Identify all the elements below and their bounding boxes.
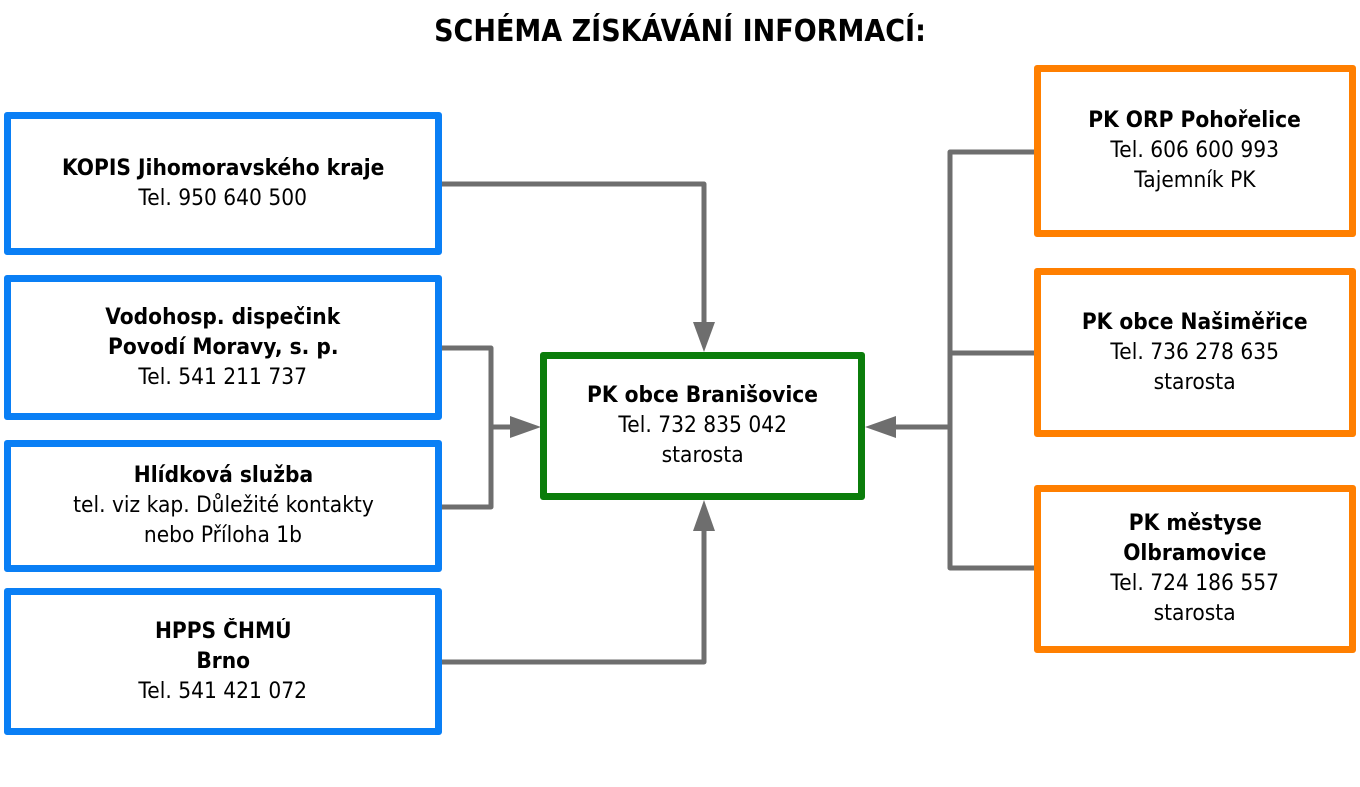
center-name: PK obce Branišovice (587, 383, 818, 408)
source-box-hlidkova: Hlídková služba tel. viz kap. Důležité k… (4, 440, 442, 572)
neighbor-box-pohorelice: PK ORP Pohořelice Tel. 606 600 993 Tajem… (1034, 65, 1356, 237)
source-box-kopis: KOPIS Jihomoravského kraje Tel. 950 640 … (4, 112, 442, 255)
source-name: HPPS ČHMÚ (154, 618, 292, 644)
source-name: KOPIS Jihomoravského kraje (61, 155, 385, 181)
source-phone: Tel. 541 211 737 (138, 364, 308, 390)
source-note: tel. viz kap. Důležité kontakty (72, 493, 374, 518)
neighbor-box-olbramovice: PK městyse Olbramovice Tel. 724 186 557 … (1034, 485, 1356, 653)
source-name: Hlídková služba (133, 463, 313, 488)
arrowhead-bottom (693, 500, 715, 531)
connector-hpps (442, 528, 707, 665)
connector-kopis (442, 181, 707, 330)
arrowhead-right (865, 416, 896, 438)
neighbor-role: starosta (1153, 369, 1237, 395)
diagram-title: SCHÉMA ZÍSKÁVÁNÍ INFORMACÍ: (434, 14, 926, 49)
neighbor-box-nasimerice: PK obce Našiměřice Tel. 736 278 635 star… (1034, 268, 1356, 437)
center-phone: Tel. 732 835 042 (618, 413, 787, 438)
connector-right-bracket (947, 149, 1034, 571)
neighbor-role: Tajemník PK (1134, 168, 1256, 193)
source-name-line2: Brno (196, 648, 250, 674)
center-role: starosta (661, 443, 744, 468)
source-note-line2: nebo Příloha 1b (143, 523, 303, 548)
neighbor-phone: Tel. 736 278 635 (1110, 339, 1280, 365)
center-box-branisovice: PK obce Branišovice Tel. 732 835 042 sta… (540, 352, 865, 500)
source-box-vodohosp: Vodohosp. dispečink Povodí Moravy, s. p.… (4, 275, 442, 420)
neighbor-phone: Tel. 606 600 993 (1110, 138, 1280, 163)
connector-vodohosp (442, 345, 494, 510)
arrowhead-top (693, 322, 715, 352)
source-name: Vodohosp. dispečink (105, 304, 341, 330)
neighbor-name: PK obce Našiměřice (1082, 309, 1308, 335)
neighbor-name: PK městyse (1128, 511, 1262, 536)
source-box-hpps: HPPS ČHMÚ Brno Tel. 541 421 072 (4, 588, 442, 735)
arrowhead-left (510, 416, 541, 438)
neighbor-role: starosta (1153, 601, 1237, 626)
source-name-line2: Povodí Moravy, s. p. (107, 334, 339, 360)
source-phone: Tel. 541 421 072 (138, 678, 308, 704)
neighbor-name-line2: Olbramovice (1123, 541, 1267, 566)
source-phone: Tel. 950 640 500 (138, 185, 308, 211)
neighbor-name: PK ORP Pohořelice (1088, 108, 1302, 133)
neighbor-phone: Tel. 724 186 557 (1110, 571, 1280, 596)
